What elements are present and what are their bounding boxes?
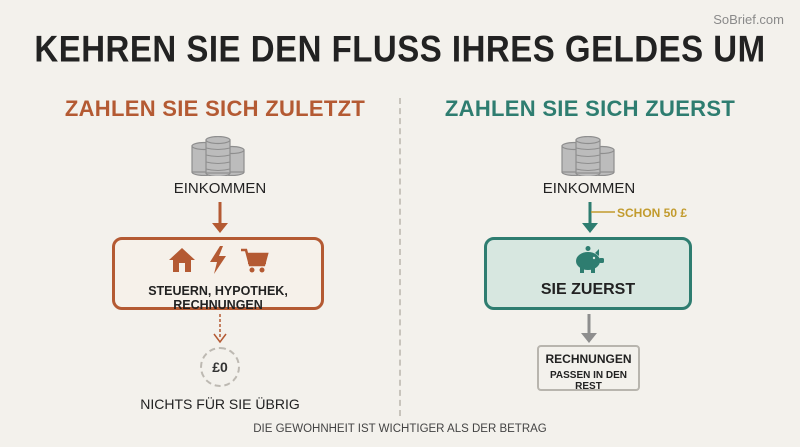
- expense-icons: [112, 245, 324, 277]
- right-income-label: EINKOMMEN: [542, 180, 636, 197]
- left-arrow-down-icon: [212, 202, 228, 233]
- right-arrow-down-gray-icon: [581, 314, 597, 343]
- right-heading: ZAHLEN SIE SICH ZUERST: [444, 96, 736, 121]
- page-title: KEHREN SIE DEN FLUSS IHRES GELDES UM: [34, 27, 766, 70]
- column-divider: [399, 98, 401, 416]
- left-heading: ZAHLEN SIE SICH ZULETZT: [64, 96, 366, 121]
- transfer-note: SCHON 50 £: [617, 206, 688, 220]
- coins-icon: [561, 136, 615, 176]
- savings-label: SIE ZUERST: [540, 281, 636, 298]
- zero-remainder-badge: £0: [200, 347, 240, 387]
- right-arrow-down-icon: [582, 202, 615, 233]
- house-icon: [169, 248, 195, 272]
- bills-box: [537, 345, 640, 391]
- expenses-box: [112, 237, 324, 310]
- bills-label: RECHNUNGEN: [545, 352, 632, 366]
- left-dashed-arrow-icon: [213, 314, 227, 344]
- cart-icon: [241, 248, 269, 273]
- footer-caption: DIE GEWOHNHEIT IST WICHTIGER ALS DER BET…: [253, 423, 547, 435]
- coins-icon: [191, 136, 245, 176]
- remainder-label: NICHTS FÜR SIE ÜBRIG: [140, 396, 300, 412]
- lightning-icon: [210, 246, 226, 274]
- expenses-label: STEUERN, HYPOTHEK, RECHNUNGEN: [148, 284, 288, 312]
- left-income-label: EINKOMMEN: [173, 180, 267, 197]
- piggy-bank-icon: [576, 246, 604, 273]
- brand-watermark: SoBrief.com: [713, 12, 784, 27]
- bills-sublabel: PASSEN IN DEN REST: [549, 370, 628, 392]
